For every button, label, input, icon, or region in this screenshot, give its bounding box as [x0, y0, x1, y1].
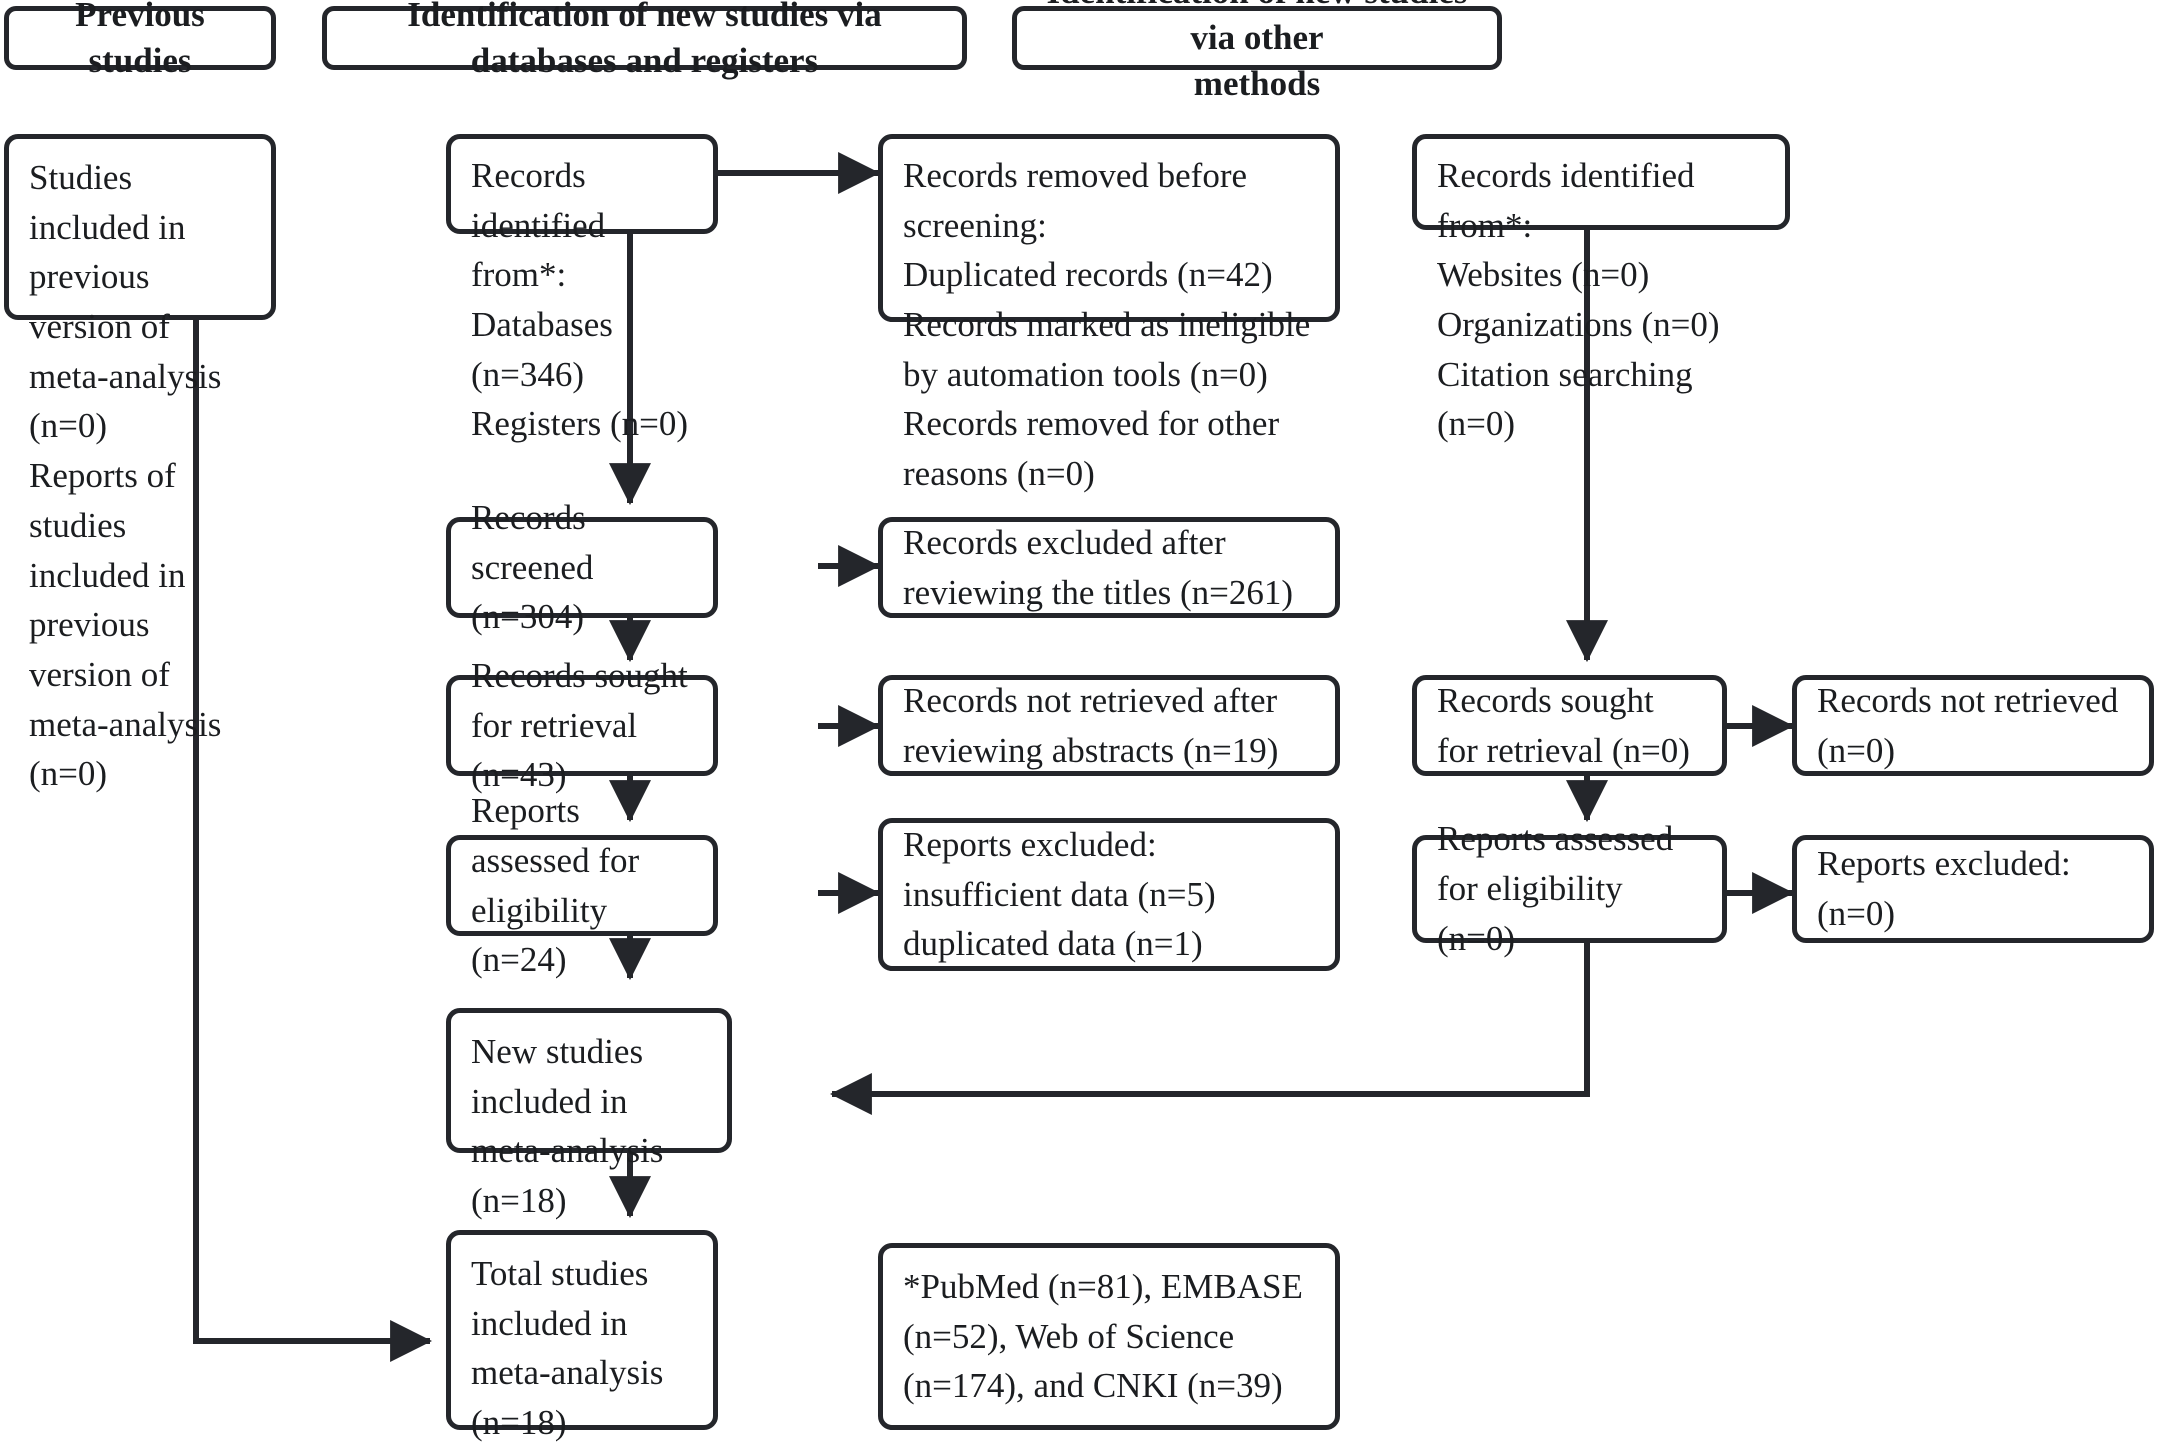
header-previous-studies-label: Previous studies [75, 0, 205, 80]
box-other-identified-text: Records identified from*: Websites (n=0)… [1437, 156, 1720, 444]
box-reports-assessed: Reports assessed for eligibility (n=24) [446, 791, 718, 979]
box-total-studies-included: Total studies included in meta-analysis … [446, 1230, 718, 1442]
box-records-excluded-text: Records excluded after reviewing the tit… [903, 522, 1294, 612]
box-records-sought: Records sought for retrieval (n=43) [446, 656, 718, 794]
box-records-removed: Records removed before screening: Duplic… [878, 134, 1340, 493]
box-reports-excluded-text: Reports excluded: insufficient data (n=5… [903, 824, 1216, 964]
box-records-identified-text: Records identified from*: Databases (n=3… [471, 156, 689, 444]
header-other-methods-label: Identification of new studies via other … [1047, 0, 1468, 104]
box-other-not-retrieved: Records not retrieved (n=0) [1792, 675, 2154, 776]
header-previous-studies: Previous studies [4, 0, 276, 80]
box-records-removed-text: Records removed before screening: Duplic… [903, 156, 1311, 494]
box-records-sought-text: Records sought for retrieval (n=43) [471, 655, 688, 795]
box-records-screened: Records screened (n=304) [446, 498, 718, 636]
box-other-sought-text: Records sought for retrieval (n=0) [1437, 680, 1690, 770]
box-other-not-retrieved-text: Records not retrieved (n=0) [1817, 680, 2119, 770]
box-other-excluded-text: Reports excluded: (n=0) [1817, 844, 2071, 933]
box-records-excluded: Records excluded after reviewing the tit… [878, 517, 1340, 618]
box-records-screened-text: Records screened (n=304) [471, 497, 594, 637]
box-other-identified: Records identified from*: Websites (n=0)… [1412, 134, 1790, 443]
box-other-assessed-text: Reports assessed for eligibility (n=0) [1437, 819, 1674, 958]
header-other-methods: Identification of new studies via other … [1012, 0, 1502, 103]
box-other-sought: Records sought for retrieval (n=0) [1412, 675, 1727, 776]
box-previous-included: Studies included in previous version of … [4, 134, 276, 793]
header-databases-registers-label: Identification of new studies via databa… [407, 0, 882, 80]
box-reports-excluded: Reports excluded: insufficient data (n=5… [878, 818, 1340, 971]
box-reports-assessed-text: Reports assessed for eligibility (n=24) [471, 791, 640, 980]
box-records-not-retrieved-text: Records not retrieved after reviewing ab… [903, 680, 1279, 770]
box-new-studies-included: New studies included in meta-analysis (n… [446, 1008, 732, 1369]
box-total-studies-included-text: Total studies included in meta-analysis … [471, 1254, 664, 1443]
box-footnote-databases-text: *PubMed (n=81), EMBASE (n=52), Web of Sc… [903, 1266, 1303, 1406]
box-footnote-databases: *PubMed (n=81), EMBASE (n=52), Web of Sc… [878, 1243, 1340, 1430]
header-databases-registers: Identification of new studies via databa… [322, 0, 967, 80]
box-other-assessed: Reports assessed for eligibility (n=0) [1412, 819, 1727, 958]
box-records-not-retrieved: Records not retrieved after reviewing ab… [878, 675, 1340, 776]
box-other-excluded: Reports excluded: (n=0) [1792, 835, 2154, 943]
box-records-identified: Records identified from*: Databases (n=3… [446, 134, 718, 443]
box-previous-included-text: Studies included in previous version of … [29, 158, 222, 794]
